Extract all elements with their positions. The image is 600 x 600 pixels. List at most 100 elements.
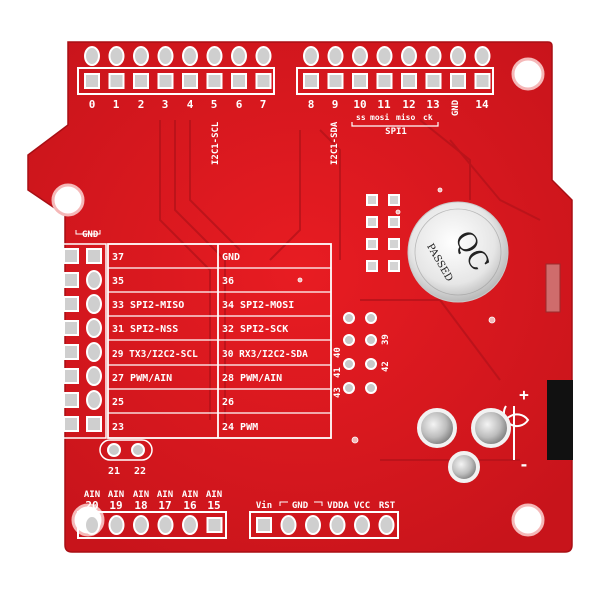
header-pin bbox=[425, 73, 442, 89]
header-pin bbox=[352, 73, 368, 89]
bottom-pin bbox=[108, 515, 125, 535]
table-left-0: 37 bbox=[112, 252, 124, 263]
header-pin bbox=[303, 73, 319, 89]
spi-labels: ss mosi miso ck SPI1 bbox=[351, 112, 439, 137]
header-pin bbox=[108, 73, 125, 89]
power-vin: Vin bbox=[256, 500, 272, 511]
top-labels-right: 8 9 10 11 12 13 GND 14 bbox=[308, 98, 489, 116]
grid-pad bbox=[366, 260, 378, 272]
power-gnd: GND bbox=[292, 501, 309, 511]
row-35: 35 bbox=[43, 280, 53, 291]
ain-label-0: AIN bbox=[84, 490, 100, 500]
minus-label: - bbox=[519, 455, 529, 474]
side-pin bbox=[86, 248, 102, 264]
pin-label-8: 8 bbox=[308, 98, 315, 111]
header-pin bbox=[376, 73, 393, 89]
header-pin bbox=[255, 73, 272, 89]
bottom-pin bbox=[157, 515, 174, 535]
pin-label-9: 9 bbox=[332, 98, 339, 111]
pin-label-5: 5 bbox=[211, 98, 218, 111]
pin-label-12: 12 bbox=[402, 98, 415, 111]
header-pin bbox=[376, 46, 393, 66]
grid-pad bbox=[366, 194, 378, 206]
row-25: 25 bbox=[43, 397, 53, 408]
header-pin bbox=[133, 46, 149, 66]
table-right-5: 28 PWM/AIN bbox=[222, 373, 282, 384]
bottom-pin bbox=[329, 515, 346, 535]
row-37: 37 bbox=[43, 257, 53, 268]
header-pin bbox=[231, 73, 247, 89]
header-pin bbox=[182, 46, 198, 66]
right-pad-group: 39 41 42 40 43 bbox=[333, 312, 391, 398]
ain-17: 17 bbox=[158, 499, 171, 512]
side-pin bbox=[63, 320, 79, 336]
i2c1-sda-label: I2C1-SDA bbox=[330, 121, 340, 165]
spi-mosi: mosi bbox=[370, 112, 389, 122]
pad-label-43: 43 bbox=[333, 387, 343, 398]
bottom-pin bbox=[378, 515, 395, 535]
bottom-pin bbox=[280, 515, 297, 535]
side-header-pins bbox=[63, 248, 102, 432]
bottom-pin bbox=[305, 515, 321, 535]
side-pin bbox=[86, 270, 102, 290]
table-left-5: 27 PWM/AIN bbox=[112, 373, 172, 384]
table-left-2: 33 SPI2-MISO bbox=[112, 300, 184, 311]
side-pin bbox=[63, 344, 79, 360]
row-27: 27 bbox=[43, 373, 53, 384]
grid-pad bbox=[388, 260, 400, 272]
bottom-pin bbox=[206, 517, 223, 533]
side-pin bbox=[63, 248, 79, 264]
grid-pad bbox=[366, 216, 378, 228]
spi-miso: miso bbox=[396, 112, 415, 122]
pad-22-label: 22 bbox=[134, 466, 146, 477]
header-pin bbox=[84, 46, 100, 66]
table-right-3: 32 SPI2-SCK bbox=[222, 324, 288, 335]
header-pin bbox=[474, 46, 491, 66]
top-header-right bbox=[296, 67, 494, 95]
power-vdda: VDDA bbox=[327, 501, 349, 511]
ain-20: 20 bbox=[85, 499, 98, 512]
header-pin bbox=[327, 46, 344, 66]
pin-label-1: 1 bbox=[113, 98, 120, 111]
header-pin bbox=[206, 46, 223, 66]
table-right-4: 30 RX3/I2C2-SDA bbox=[222, 349, 308, 360]
bottom-pin bbox=[133, 515, 149, 535]
table-right-1: 36 bbox=[222, 276, 234, 287]
pin-table: 37 35 33 SPI2-MISO 31 SPI2-NSS 29 TX3/I2… bbox=[107, 243, 332, 439]
spi-ck: ck bbox=[423, 113, 433, 122]
capacitor-leads bbox=[417, 408, 511, 483]
ain-label-5: AIN bbox=[206, 490, 222, 500]
top-pins-right bbox=[303, 46, 491, 89]
pin-label-4: 4 bbox=[187, 98, 194, 111]
pads-21-22: 21 22 bbox=[99, 439, 153, 477]
header-pin bbox=[303, 46, 319, 66]
header-pin bbox=[474, 73, 491, 89]
vias bbox=[297, 187, 496, 444]
ain-16: 16 bbox=[183, 499, 197, 512]
pin-label-6: 6 bbox=[236, 98, 243, 111]
bottom-pins-left bbox=[84, 515, 223, 535]
row-29: 29 bbox=[43, 349, 53, 360]
pin-label-14: 14 bbox=[475, 98, 489, 111]
pin-label-10: 10 bbox=[353, 98, 366, 111]
pad-label-42: 42 bbox=[381, 361, 391, 372]
pad-label-41: 41 bbox=[333, 367, 343, 378]
table-right-6: 26 bbox=[222, 397, 234, 408]
grid-pad bbox=[388, 216, 400, 228]
header-pin bbox=[401, 73, 417, 89]
pin-label-2: 2 bbox=[138, 98, 145, 111]
side-pin bbox=[86, 416, 102, 432]
table-left-1: 35 bbox=[112, 276, 124, 287]
grid-pad bbox=[388, 238, 400, 250]
power-vcc: VCC bbox=[354, 501, 370, 511]
qc-passed-sticker: QC PASSED bbox=[407, 201, 509, 303]
spi-ss: ss bbox=[356, 113, 366, 122]
bottom-header-left bbox=[77, 511, 227, 539]
grid-pad bbox=[388, 194, 400, 206]
spi1-label: SPI1 bbox=[385, 127, 407, 137]
header-pin bbox=[255, 46, 272, 66]
power-jack bbox=[547, 380, 573, 460]
table-right-0: GND bbox=[222, 252, 240, 263]
header-pin bbox=[133, 73, 149, 89]
